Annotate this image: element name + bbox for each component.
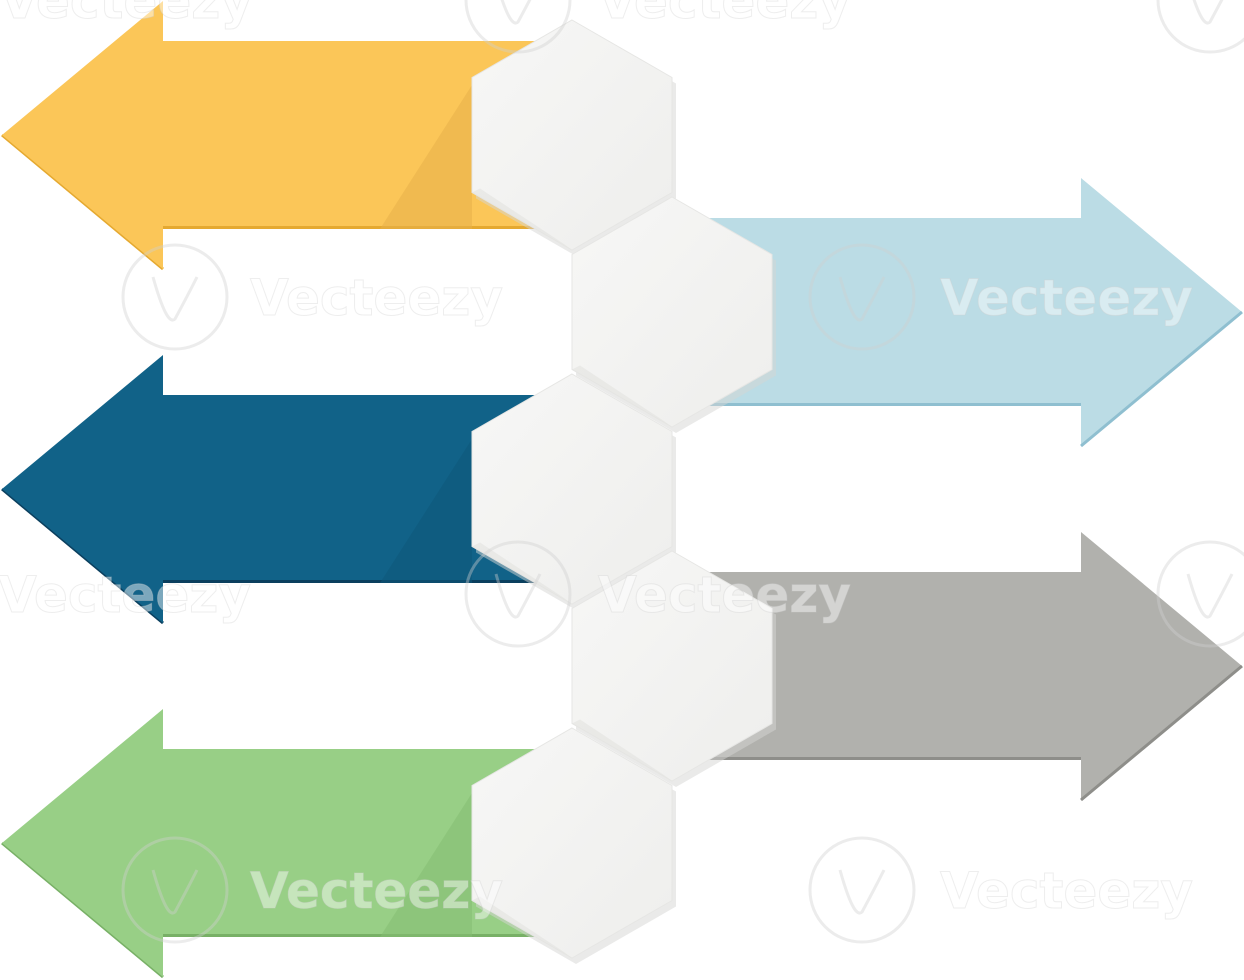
arrow-1-bottom-edge bbox=[163, 226, 572, 229]
hexagon-facet bbox=[472, 542, 572, 604]
vecteezy-v-logo-icon bbox=[1156, 0, 1244, 54]
hexagon-3 bbox=[471, 373, 676, 610]
hexagon-4 bbox=[571, 550, 776, 787]
watermark-text: Vecteezy bbox=[940, 862, 1193, 920]
watermark-text: Vecteezy bbox=[598, 566, 851, 624]
arrow-3-fold-shadow bbox=[380, 439, 472, 583]
watermark: Vecteezy bbox=[464, 0, 851, 54]
hexagon-facet bbox=[472, 188, 572, 250]
vecteezy-v-logo-icon bbox=[808, 243, 916, 351]
arrow-4 bbox=[672, 532, 1243, 802]
arrow-2-edge bbox=[1080, 310, 1243, 448]
hexagon-1 bbox=[471, 19, 676, 256]
watermark-text: Vecteezy bbox=[0, 0, 253, 30]
hexagon-layer bbox=[471, 19, 776, 964]
watermark: Vecteezy bbox=[808, 243, 1193, 351]
arrow-4-edge bbox=[1080, 664, 1243, 802]
hexagon-2 bbox=[571, 196, 776, 433]
arrow-5-fold-shadow bbox=[380, 793, 472, 937]
arrow-4-body bbox=[672, 532, 1242, 800]
vecteezy-v-logo-icon bbox=[464, 540, 572, 648]
watermark-text: Vecteezy bbox=[940, 269, 1193, 327]
hexagon-facet bbox=[572, 719, 672, 781]
arrow-2-bottom-edge bbox=[672, 403, 1081, 406]
arrow-5 bbox=[1, 709, 572, 979]
watermark-text: Vecteezy bbox=[250, 862, 503, 920]
watermark-text: Vecteezy bbox=[0, 566, 251, 624]
arrow-3 bbox=[1, 355, 572, 625]
arrow-2 bbox=[672, 178, 1243, 448]
arrow-5-bottom-edge bbox=[163, 934, 572, 937]
hexagon-facet bbox=[572, 365, 672, 427]
hexagon-5 bbox=[471, 727, 676, 964]
vecteezy-v-logo-icon bbox=[121, 836, 229, 944]
arrow-2-body bbox=[672, 178, 1242, 446]
watermark-text: Vecteezy bbox=[250, 269, 503, 327]
hexagon-facet bbox=[472, 896, 572, 958]
vecteezy-v-logo-icon bbox=[464, 0, 572, 54]
watermark: Vecteezy bbox=[0, 0, 1244, 54]
arrow-3-bottom-edge bbox=[163, 580, 572, 583]
vecteezy-v-logo-icon bbox=[121, 243, 229, 351]
watermark: Vecteezy bbox=[121, 243, 503, 351]
arrow-1-fold-shadow bbox=[380, 85, 472, 229]
vecteezy-v-logo-icon bbox=[808, 836, 916, 944]
watermark-text: Vecteezy bbox=[598, 0, 851, 30]
watermark: Vecteezy bbox=[0, 540, 1244, 648]
watermark: Vecteezy bbox=[464, 540, 851, 648]
watermark: Vecteezy bbox=[121, 836, 503, 944]
watermark: Vecteezy bbox=[808, 836, 1193, 944]
arrow-1 bbox=[1, 1, 572, 271]
arrow-4-bottom-edge bbox=[672, 757, 1081, 760]
vecteezy-v-logo-icon bbox=[1156, 540, 1244, 648]
